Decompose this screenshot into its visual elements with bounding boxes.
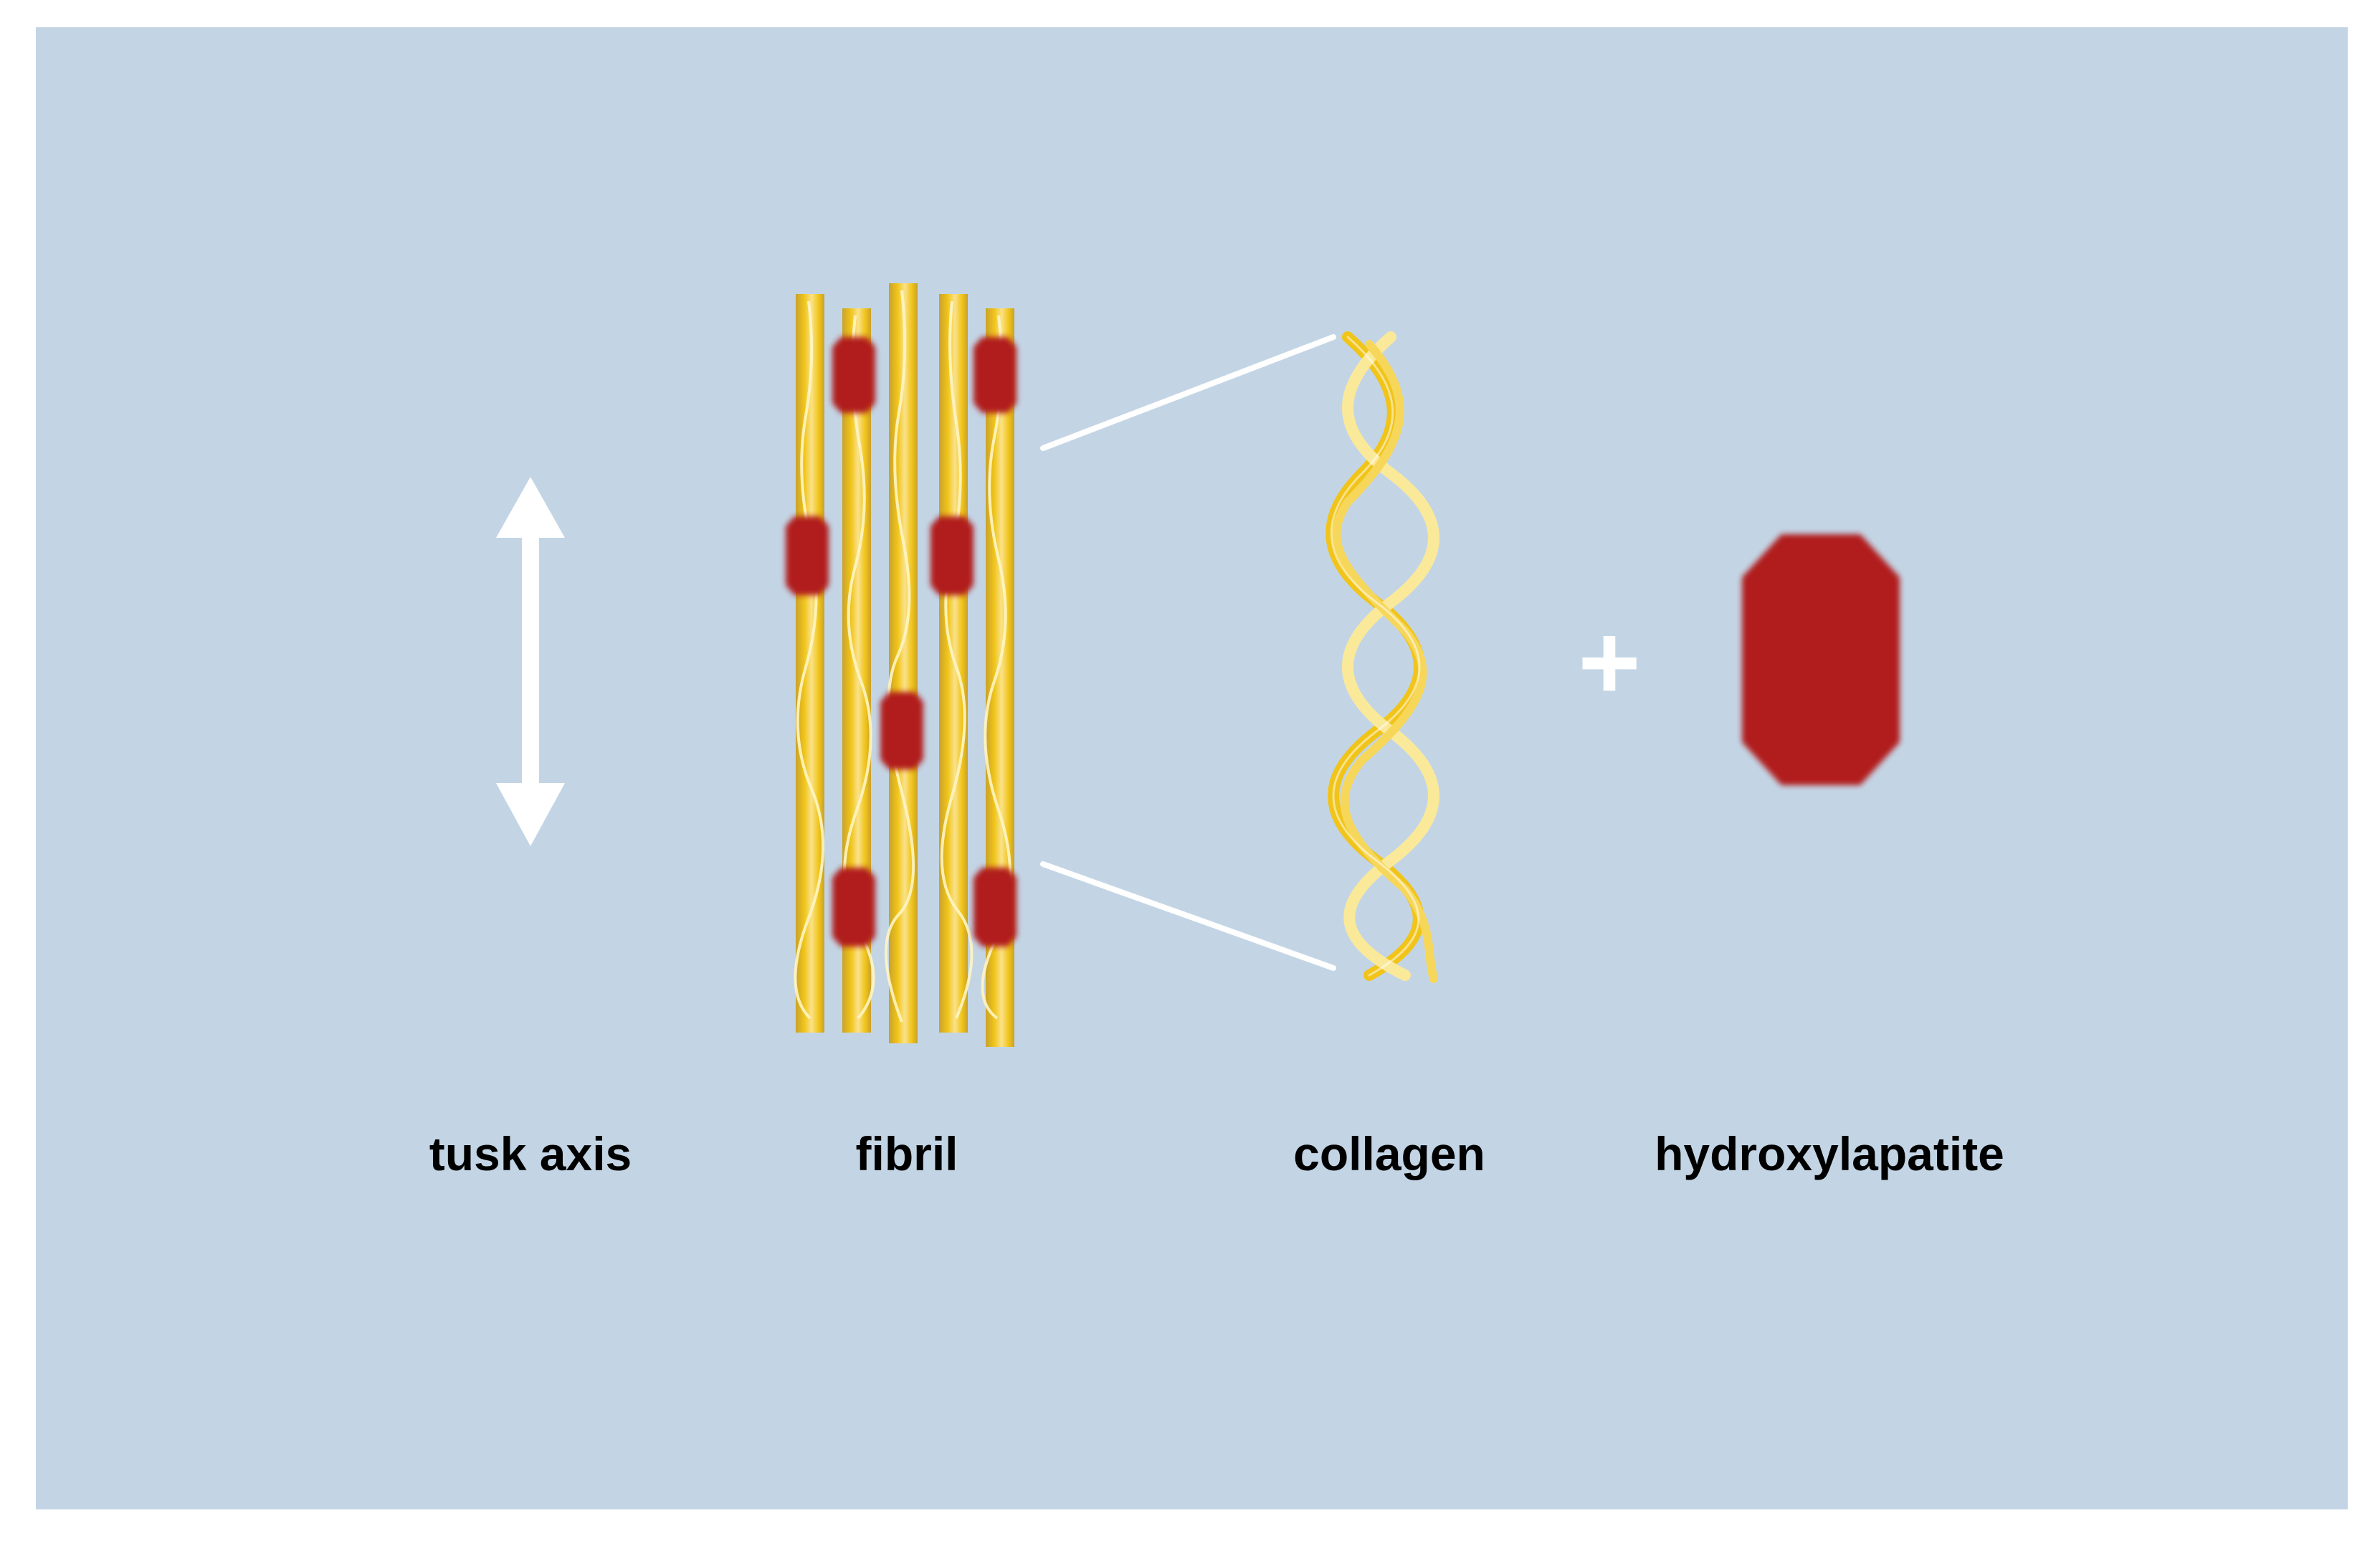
plus-sign: +: [1578, 602, 1641, 722]
double-headed-arrow-icon: [496, 477, 565, 846]
label-collagen: collagen: [1293, 1127, 1485, 1180]
diagram-background: [36, 27, 2348, 1509]
hydroxylapatite-crystal-icon: [1742, 534, 1900, 785]
triple-helix-icon: [1325, 331, 1439, 983]
fibril-icon: [786, 283, 1017, 1047]
label-tusk-axis: tusk axis: [429, 1127, 632, 1180]
zoom-lines: [1040, 334, 1336, 971]
label-fibril: fibril: [856, 1127, 958, 1180]
label-hydroxylapatite: hydroxylapatite: [1655, 1127, 2004, 1180]
